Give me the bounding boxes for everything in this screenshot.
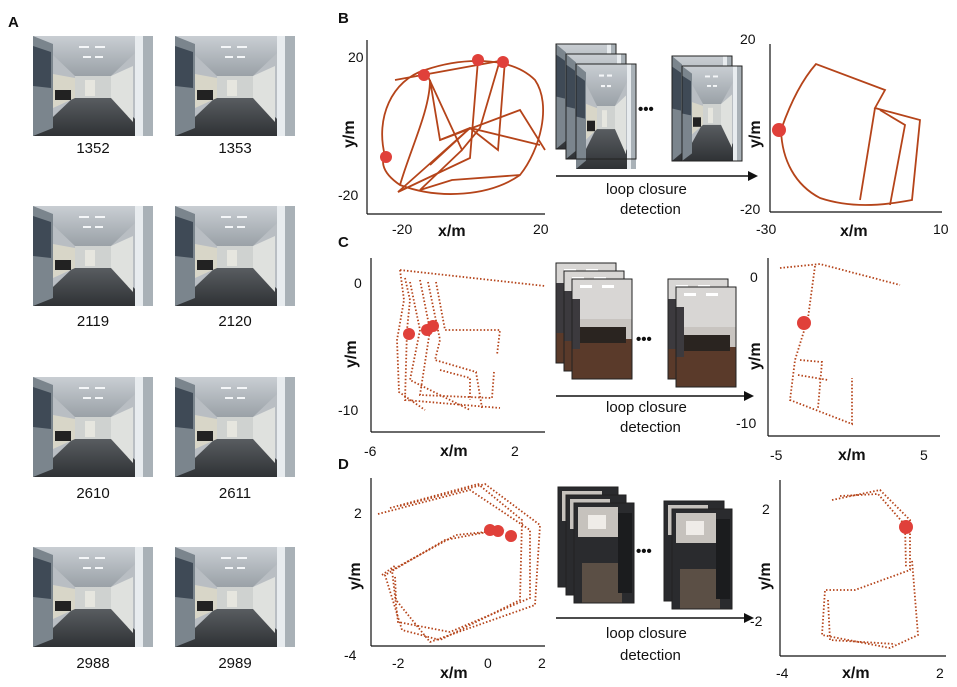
tick-label: -2 <box>392 655 405 671</box>
arrow-label-line2: detection <box>620 201 681 218</box>
tick-label: -10 <box>338 402 358 418</box>
tick-label: 20 <box>740 31 756 47</box>
panel-label-b: B <box>338 10 349 27</box>
tick-label: 0 <box>484 655 492 671</box>
x-axis-label: x/m <box>438 223 466 240</box>
tick-label: -4 <box>344 647 357 663</box>
panel-c-left-axes <box>370 258 545 433</box>
tick-label: 2 <box>354 505 362 521</box>
panel-b-left-axes <box>366 40 545 215</box>
loop-closure-marker <box>418 69 430 81</box>
arrow-label-line1: loop closure <box>606 399 687 416</box>
loop-closure-arrow <box>556 171 758 181</box>
x-axis-label: x/m <box>842 665 870 682</box>
frame-number: 2611 <box>218 485 252 502</box>
loop-closure-marker <box>472 54 484 66</box>
tick-label: 10 <box>933 221 949 237</box>
panel-c-left-trajectory <box>396 269 546 411</box>
x-axis-label: x/m <box>840 223 868 240</box>
loop-closure-marker <box>772 123 786 137</box>
loop-closure-arrow <box>556 613 754 623</box>
tick-label: 2 <box>936 665 944 681</box>
loop-closure-markers <box>380 54 509 163</box>
ellipsis: ••• <box>636 331 652 348</box>
panel-d-left-trajectory <box>377 483 541 644</box>
x-axis-label: x/m <box>838 447 866 464</box>
tick-label: -4 <box>776 665 789 681</box>
tick-label: -10 <box>736 415 756 431</box>
arrow-label-line1: loop closure <box>606 625 687 642</box>
panel-d-right-trajectory <box>821 489 919 649</box>
y-axis-label: y/m <box>341 120 358 148</box>
loop-closure-marker <box>497 56 509 68</box>
loop-closure-marker <box>403 328 415 340</box>
loop-closure-marker <box>899 520 913 534</box>
tick-label: 5 <box>920 447 928 463</box>
y-axis-label: y/m <box>347 562 364 590</box>
y-axis-label: y/m <box>757 562 774 590</box>
panel-d-right-axes <box>779 480 946 657</box>
frame-number: 1352 <box>76 140 110 157</box>
panel-b-left-trajectory <box>381 58 546 195</box>
tick-label: 2 <box>762 501 770 517</box>
y-axis-label: y/m <box>747 120 764 148</box>
tick-label: -5 <box>770 447 783 463</box>
tick-label: 0 <box>354 275 362 291</box>
tick-label: -20 <box>392 221 412 237</box>
x-axis-label: x/m <box>440 665 468 682</box>
tick-label: 20 <box>348 49 364 65</box>
panel-c-frame-stack <box>555 262 737 388</box>
loop-closure-marker <box>492 525 504 537</box>
tick-label: -20 <box>740 201 760 217</box>
loop-closure-marker <box>427 320 439 332</box>
tick-label: 20 <box>533 221 549 237</box>
loop-closure-marker <box>797 316 811 330</box>
tick-label: -6 <box>364 443 377 459</box>
panel-d-left-axes <box>370 478 545 647</box>
arrow-label-line2: detection <box>620 419 681 436</box>
panel-c-right-trajectory <box>779 263 901 426</box>
loop-closure-markers <box>484 524 517 542</box>
tick-label: 0 <box>750 269 758 285</box>
y-axis-label: y/m <box>747 342 764 370</box>
arrow-label-line1: loop closure <box>606 181 687 198</box>
loop-closure-markers <box>403 320 439 340</box>
tick-label: -30 <box>756 221 776 237</box>
loop-closure-marker <box>505 530 517 542</box>
frame-number: 2610 <box>76 485 110 502</box>
frame-number: 2120 <box>218 313 252 330</box>
ellipsis: ••• <box>636 543 652 560</box>
loop-closure-marker <box>380 151 392 163</box>
loop-closure-arrow <box>556 391 754 401</box>
panel-b-right-axes <box>769 44 942 213</box>
tick-label: 2 <box>538 655 546 671</box>
x-axis-label: x/m <box>440 443 468 460</box>
panel-label-c: C <box>338 234 349 251</box>
tick-label: 2 <box>511 443 519 459</box>
panel-label-d: D <box>338 456 349 473</box>
panel-label-a: A <box>8 14 19 31</box>
panel-b-frame-stack <box>555 43 743 169</box>
frame-number: 2988 <box>76 655 110 672</box>
panel-d-frame-stack <box>557 486 733 610</box>
tick-label: -2 <box>750 613 763 629</box>
frame-number: 1353 <box>218 140 252 157</box>
frame-number: 2119 <box>76 313 110 330</box>
panel-c-right-axes <box>767 258 940 437</box>
y-axis-label: y/m <box>343 340 360 368</box>
frame-number: 2989 <box>218 655 252 672</box>
arrow-label-line2: detection <box>620 647 681 664</box>
panel-b-right-trajectory <box>780 62 921 206</box>
tick-label: -20 <box>338 187 358 203</box>
ellipsis: ••• <box>638 101 654 118</box>
